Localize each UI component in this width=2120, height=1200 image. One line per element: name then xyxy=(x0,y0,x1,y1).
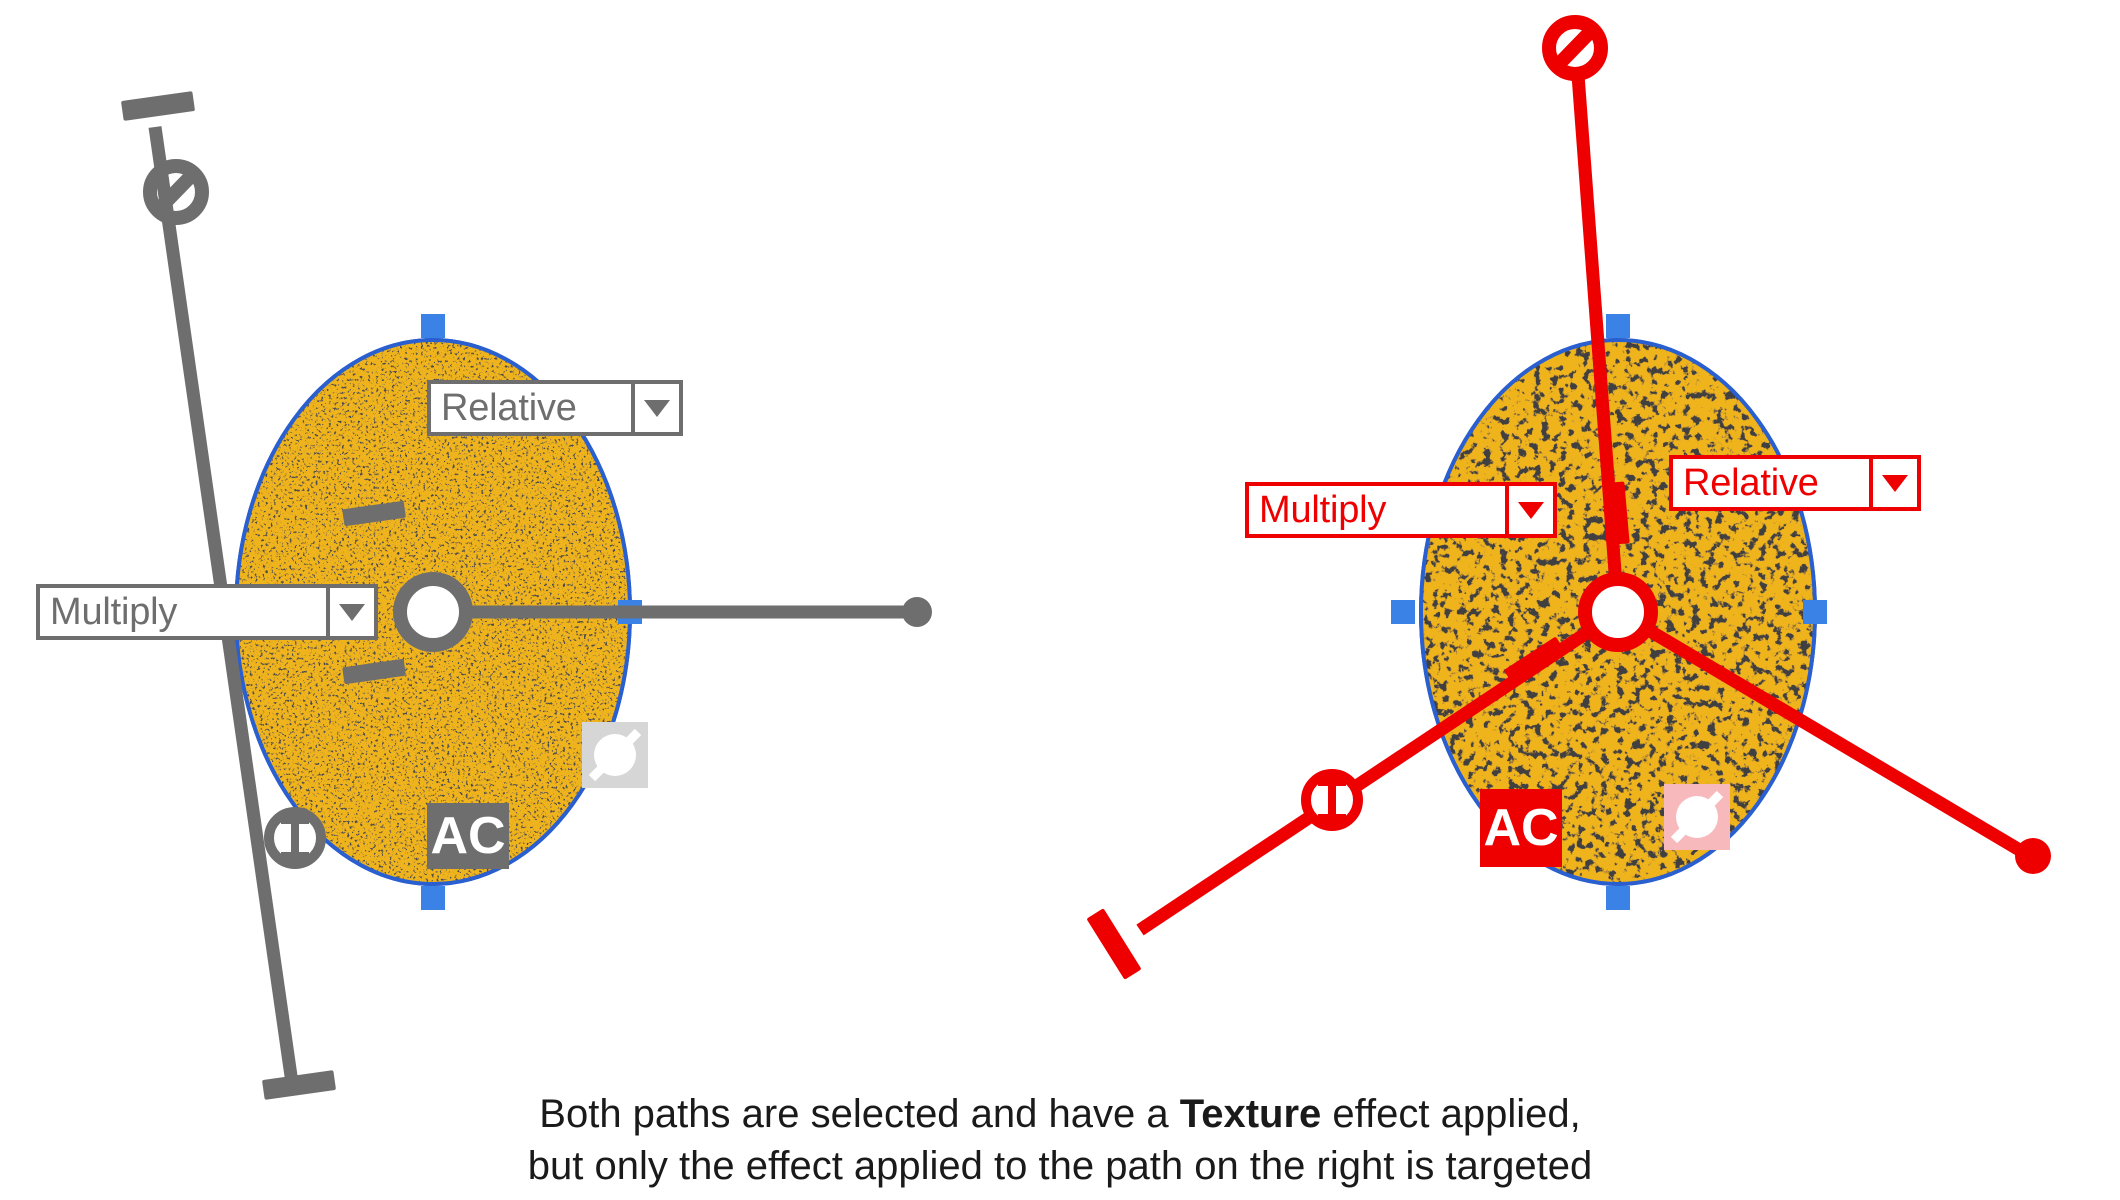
caption-line-1-before: Both paths are selected and have a xyxy=(539,1092,1180,1136)
relative-combo-right[interactable]: Relative xyxy=(1669,455,1921,511)
blend-mode-combo-left[interactable]: Multiply xyxy=(36,584,378,640)
caption-line-2: but only the effect applied to the path … xyxy=(527,1144,1593,1188)
blend-mode-combo-right-value: Multiply xyxy=(1249,486,1505,534)
cross-bar-handle-icon-lower[interactable] xyxy=(1504,636,1565,684)
chevron-down-icon[interactable] xyxy=(1869,459,1917,507)
chevron-down-icon[interactable] xyxy=(1505,486,1553,534)
t-bar-handle-icon[interactable] xyxy=(1086,908,1141,980)
cross-bar-handle-icon-upper[interactable] xyxy=(342,501,406,526)
move-vertical-circle-icon[interactable] xyxy=(1301,769,1363,831)
chevron-down-icon[interactable] xyxy=(326,588,374,636)
right-node-bottom[interactable] xyxy=(1606,886,1630,910)
circle-slash-handle-icon[interactable] xyxy=(143,159,209,225)
round-dot-handle-icon[interactable] xyxy=(902,597,932,627)
left-node-bottom[interactable] xyxy=(421,886,445,910)
right-center-node[interactable] xyxy=(1578,572,1658,652)
ac-badge-right[interactable]: AC xyxy=(1480,789,1562,867)
t-bar-handle-icon[interactable] xyxy=(121,91,195,121)
chevron-down-icon[interactable] xyxy=(631,384,679,432)
caption-line-1: Both paths are selected and have a Textu… xyxy=(0,1088,2120,1140)
right-node-right[interactable] xyxy=(1803,600,1827,624)
caption: Both paths are selected and have a Textu… xyxy=(0,1088,2120,1192)
circle-slash-handle-icon[interactable] xyxy=(1542,15,1608,81)
right-node-left[interactable] xyxy=(1391,600,1415,624)
right-axis-down-right[interactable] xyxy=(1614,606,2032,861)
relative-combo-left[interactable]: Relative xyxy=(427,380,683,436)
cross-bar-handle-icon-lower[interactable] xyxy=(342,659,406,684)
ac-badge-left[interactable]: AC xyxy=(427,803,509,869)
blend-mode-combo-right[interactable]: Multiply xyxy=(1245,482,1557,538)
caption-line-1-bold: Texture xyxy=(1179,1092,1322,1136)
round-dot-handle-icon[interactable] xyxy=(2015,838,2051,874)
left-center-node[interactable] xyxy=(393,572,473,652)
no-paint-icon-right[interactable] xyxy=(1664,784,1730,850)
relative-combo-right-value: Relative xyxy=(1673,459,1869,507)
relative-combo-left-value: Relative xyxy=(431,384,631,432)
cross-bar-handle-icon-upper[interactable] xyxy=(1607,481,1630,545)
left-node-top[interactable] xyxy=(421,314,445,338)
right-node-top[interactable] xyxy=(1606,314,1630,338)
move-vertical-circle-icon[interactable] xyxy=(264,807,326,869)
no-paint-icon-left[interactable] xyxy=(582,722,648,788)
caption-line-1-after: effect applied, xyxy=(1321,1092,1581,1136)
t-bar-handle-icon-bottom[interactable] xyxy=(262,1070,336,1100)
blend-mode-combo-left-value: Multiply xyxy=(40,588,326,636)
